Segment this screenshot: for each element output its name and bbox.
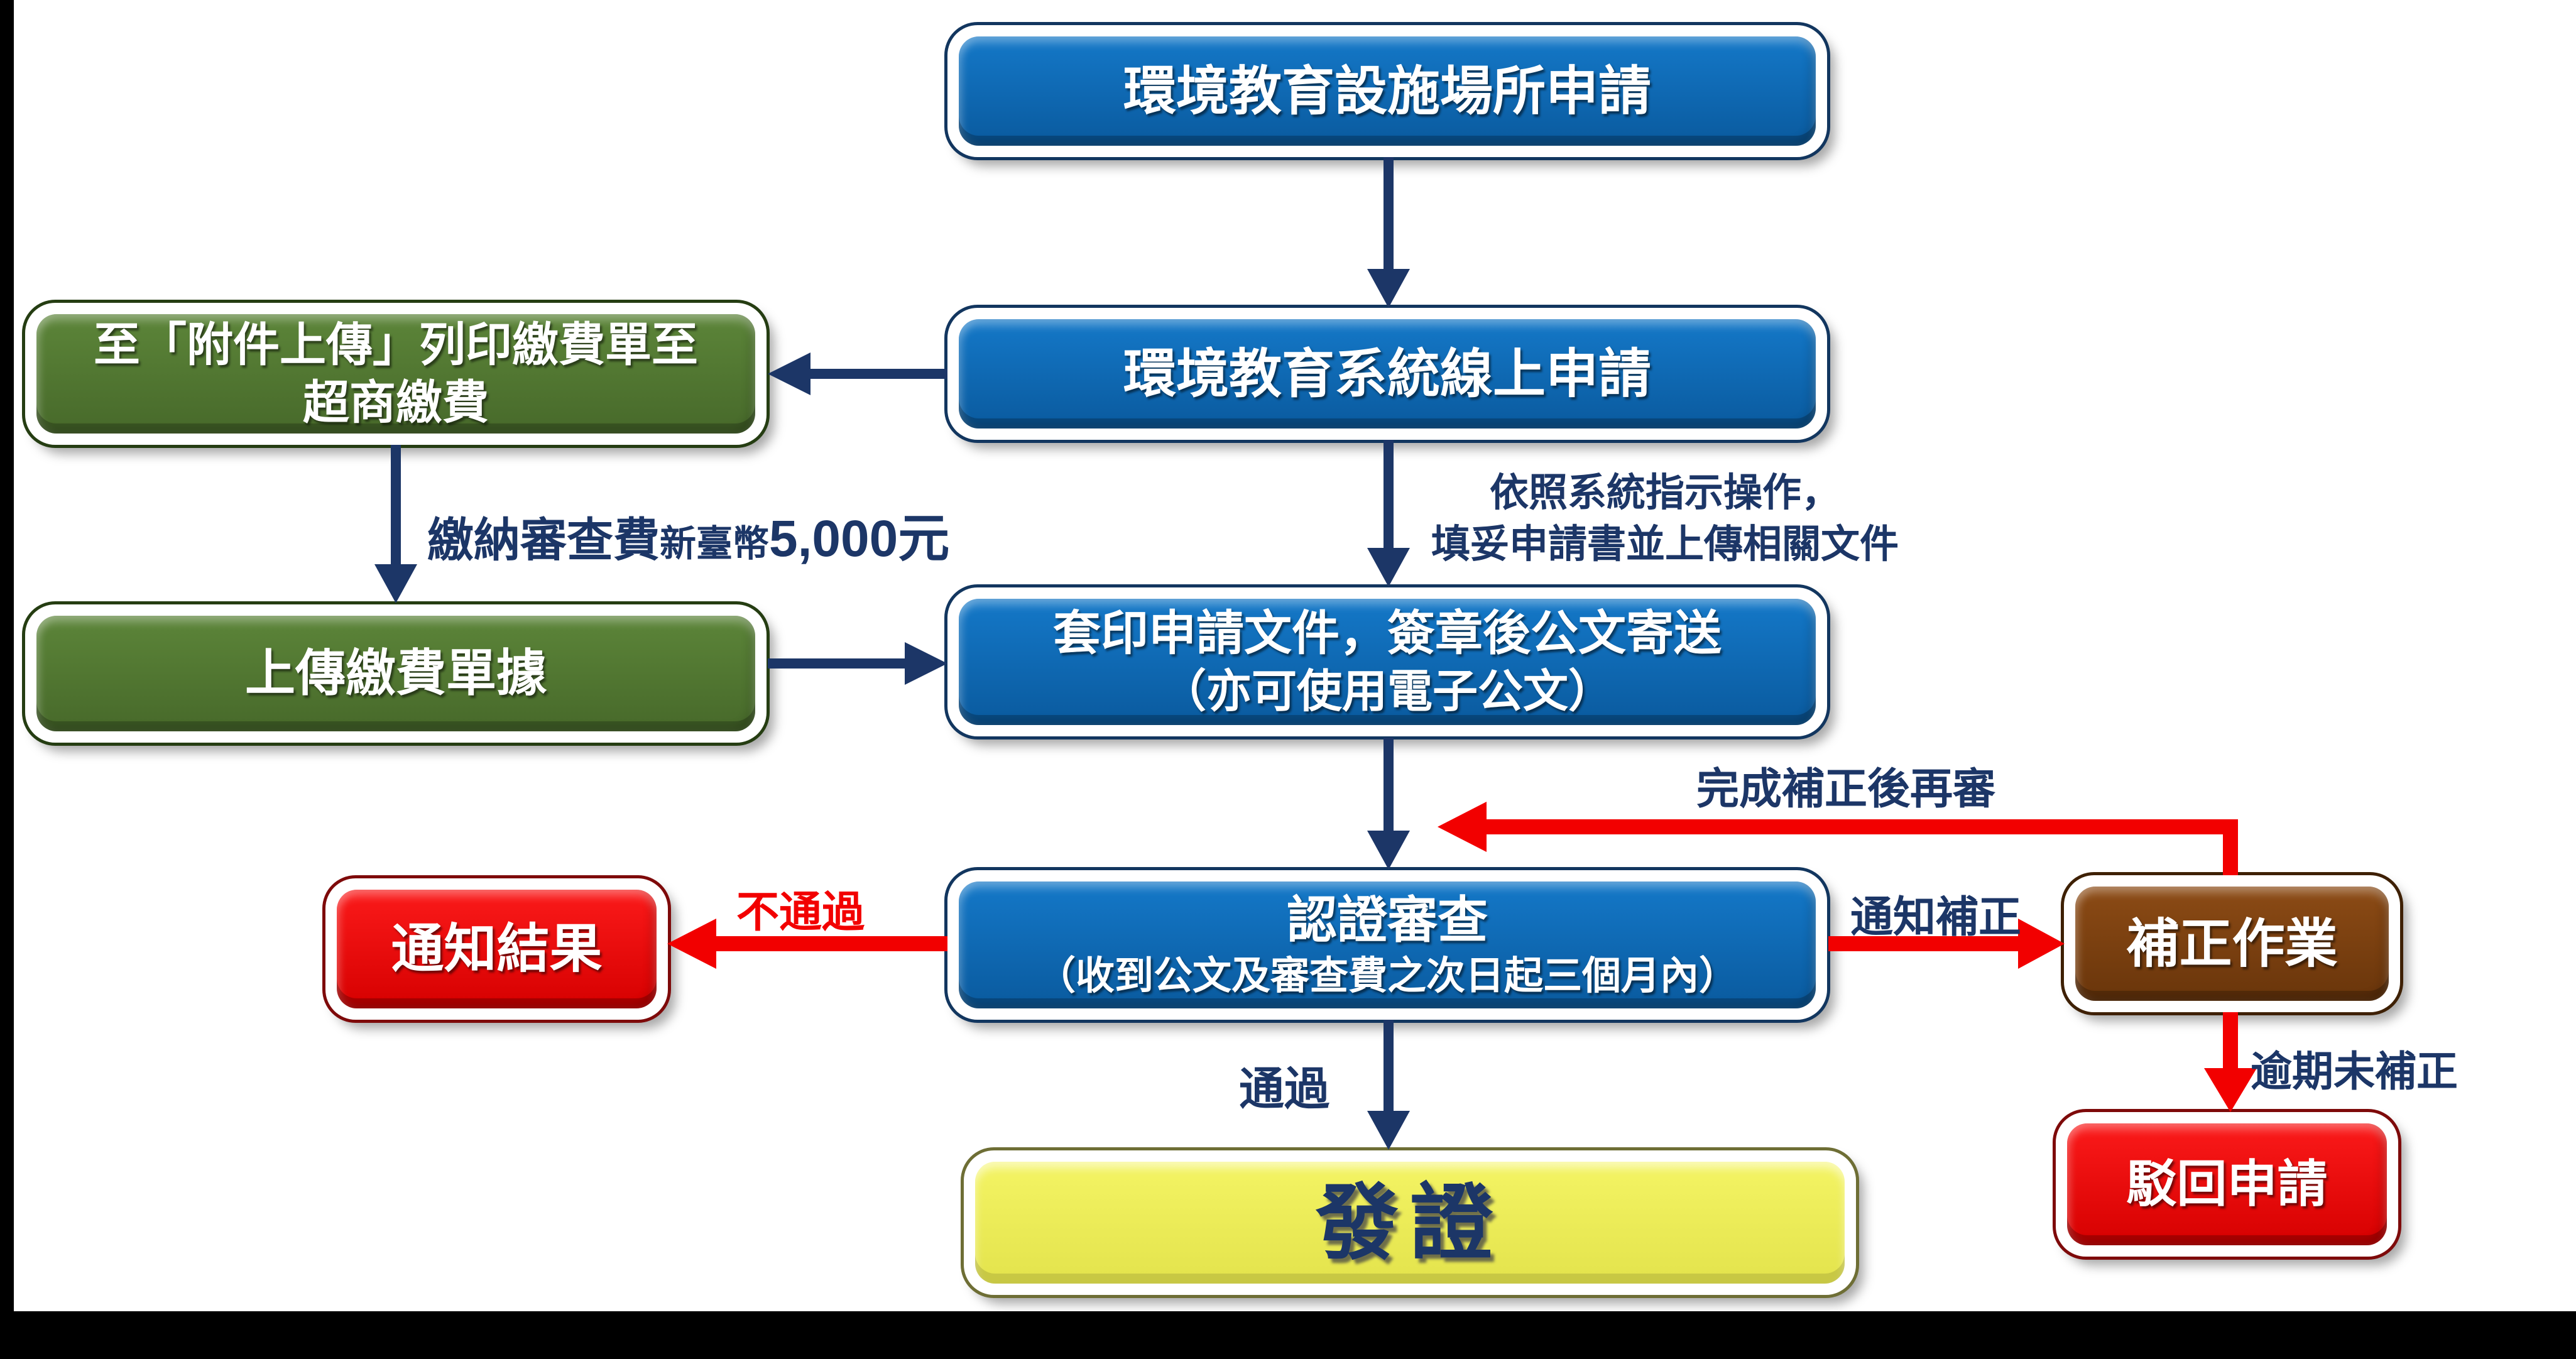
label-resubmit: 完成補正後再審 [1696, 765, 1996, 813]
label-instructions-line1: 依照系統指示操作， [1489, 471, 1840, 515]
node-apply: 環境教育設施場所申請 [947, 25, 1827, 157]
arrow-send-doc-to-review-line [1384, 738, 1394, 831]
node-print-slip: 至「附件上傳」列印繳費單至 超商繳費 [25, 303, 767, 445]
arrow-review-to-notify-result-head [667, 919, 716, 969]
arrow-apply-to-online-head [1367, 269, 1410, 308]
label-instructions: 依照系統指示操作， 填妥申請書並上傳相關文件 [1411, 467, 1919, 570]
node-issue-label: 發證 [975, 1162, 1845, 1284]
arrow-upload-to-send-doc-head [905, 642, 947, 685]
node-correction-label: 補正作業 [2075, 887, 2389, 1001]
arrow-print-slip-to-upload-line [391, 445, 401, 564]
label-pass: 通過 [1239, 1064, 1330, 1115]
node-correction: 補正作業 [2064, 875, 2400, 1012]
node-notify-result: 通知結果 [325, 878, 668, 1020]
arrow-correction-resubmit-head [1438, 802, 1487, 852]
arrow-review-to-issue-head [1367, 1111, 1410, 1150]
frame-left-bar [0, 0, 14, 1359]
label-fee-amount: 5,000元 [769, 510, 950, 567]
label-fail: 不通過 [736, 888, 865, 936]
arrow-online-to-print-slip-line [810, 369, 947, 379]
label-fee-currency: 新臺幣 [660, 523, 770, 564]
arrow-review-to-correction-head [2018, 919, 2065, 969]
arrow-online-to-send-doc-line [1384, 440, 1394, 548]
node-reject-label: 駁回申請 [2067, 1123, 2387, 1245]
node-notify-result-label: 通知結果 [337, 890, 657, 1008]
label-overdue: 逾期未補正 [2251, 1048, 2458, 1094]
arrow-review-to-correction-line [1828, 936, 2018, 951]
arrow-correction-resubmit-hline [1483, 819, 2238, 834]
arrow-review-to-issue-line [1384, 1020, 1394, 1111]
label-fee-prefix: 繳納審查費 [427, 514, 660, 566]
arrow-online-to-send-doc-head [1367, 548, 1410, 587]
node-print-slip-line2: 超商繳費 [303, 376, 489, 428]
node-upload-receipt: 上傳繳費單據 [25, 604, 767, 743]
node-online-label: 環境教育系統線上申請 [959, 319, 1816, 428]
arrow-review-to-notify-result-line [716, 936, 947, 951]
arrow-correction-to-reject-head [2204, 1068, 2257, 1112]
node-reject: 駁回申請 [2056, 1112, 2398, 1257]
arrow-online-to-print-slip-head [768, 352, 810, 395]
label-instructions-line2: 填妥申請書並上傳相關文件 [1431, 522, 1899, 566]
node-review-line2: （收到公文及審查費之次日起三個月內） [1036, 954, 1738, 998]
node-send-doc-line1: 套印申請文件，簽章後公文寄送 [1053, 607, 1722, 660]
node-send-doc: 套印申請文件，簽章後公文寄送 （亦可使用電子公文） [947, 587, 1827, 736]
arrow-print-slip-to-upload-head [374, 564, 417, 603]
label-fee: 繳納審查費新臺幣5,000元 [427, 496, 949, 571]
label-notify-correction: 通知補正 [1850, 893, 2022, 941]
arrow-apply-to-online-line [1384, 157, 1394, 270]
node-online: 環境教育系統線上申請 [947, 308, 1827, 440]
node-apply-label: 環境教育設施場所申請 [959, 36, 1816, 146]
node-review-line1: 認證審查 [1287, 892, 1488, 949]
arrow-send-doc-to-review-head [1367, 831, 1410, 870]
arrow-upload-to-send-doc-line [768, 658, 905, 669]
node-send-doc-line2: （亦可使用電子公文） [1160, 667, 1613, 717]
node-review: 認證審查 （收到公文及審查費之次日起三個月內） [947, 870, 1827, 1020]
arrow-correction-to-reject-line [2223, 1012, 2238, 1068]
frame-bottom-bar [0, 1311, 2576, 1359]
node-issue: 發證 [964, 1150, 1856, 1295]
node-print-slip-line1: 至「附件上傳」列印繳費單至 [94, 318, 698, 371]
node-upload-receipt-label: 上傳繳費單據 [36, 616, 755, 731]
